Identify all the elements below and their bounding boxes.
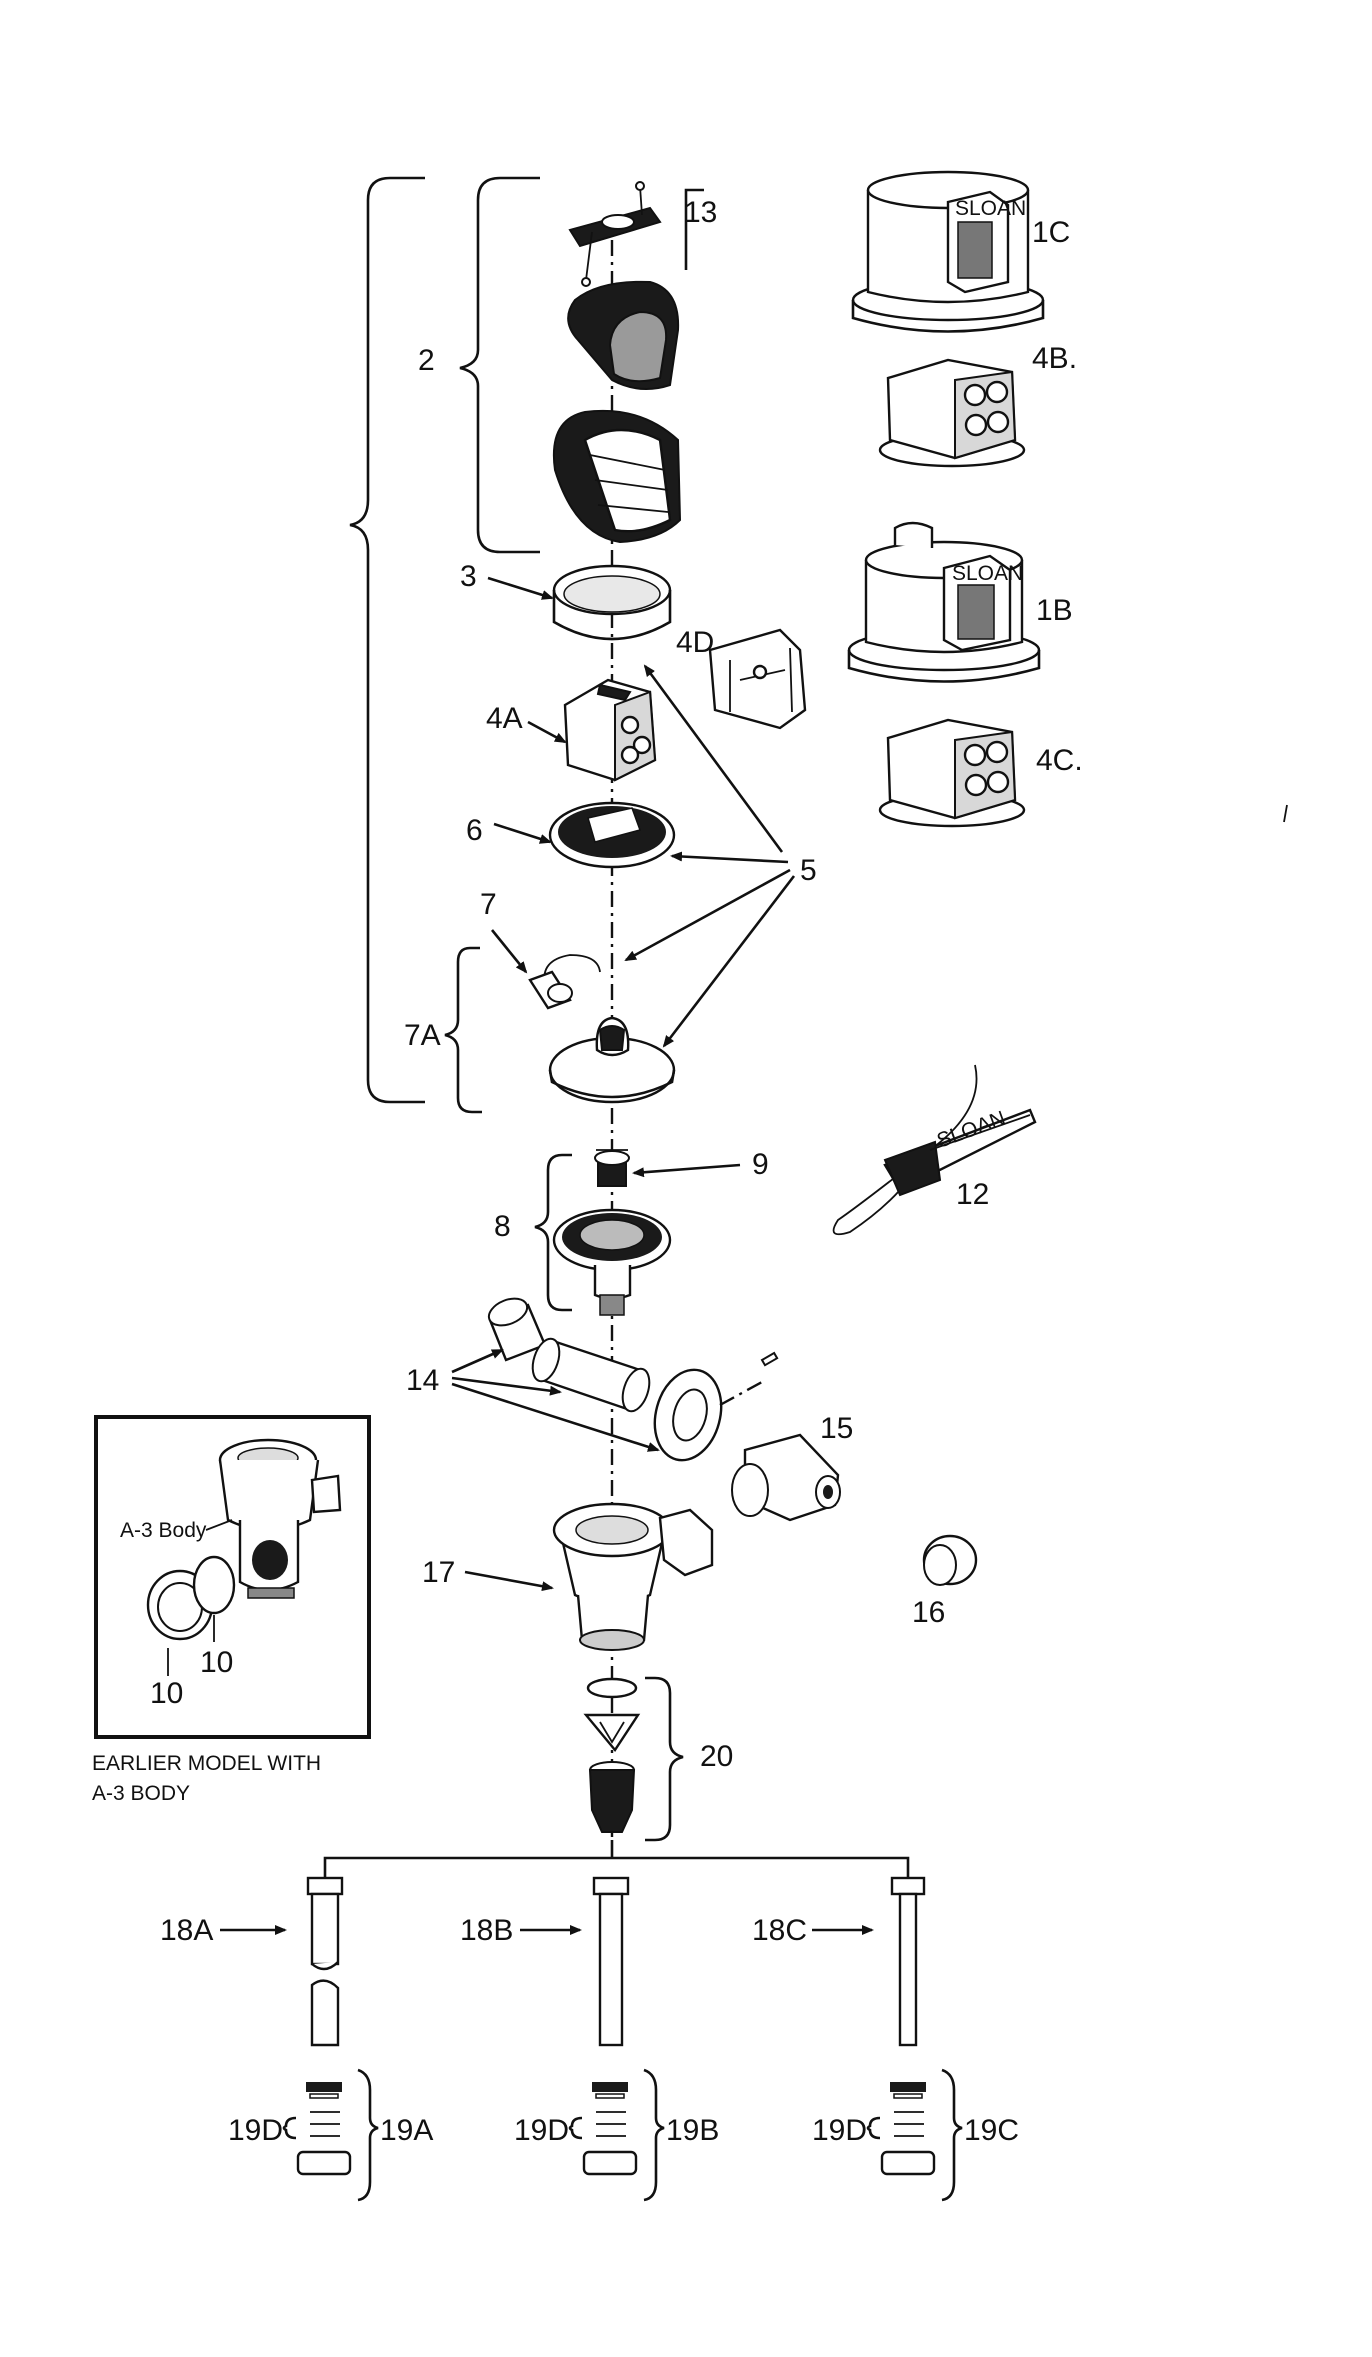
module-4c-part bbox=[878, 718, 1026, 828]
retaining-ring-part bbox=[552, 564, 672, 641]
diaphragm-cover-part bbox=[548, 1016, 676, 1104]
label-4a: 4A bbox=[486, 702, 523, 735]
arrow-9 bbox=[632, 1163, 741, 1178]
inset-caption-line1: EARLIER MODEL WITH bbox=[92, 1752, 321, 1775]
sensor-lens-part bbox=[567, 280, 680, 390]
arrow-5c bbox=[624, 868, 791, 962]
a3-body-label: A-3 Body bbox=[120, 1519, 207, 1542]
label-9: 9 bbox=[752, 1148, 769, 1181]
stray-mark bbox=[1283, 804, 1288, 823]
arrow-4a bbox=[527, 720, 567, 744]
flush-tube-18b-part bbox=[592, 1876, 630, 2047]
label-8: 8 bbox=[494, 1210, 511, 1243]
label-16: 16 bbox=[912, 1596, 945, 1629]
sloan-logo-1c: SLOAN bbox=[955, 197, 1026, 220]
arrow-14c bbox=[451, 1382, 660, 1452]
label-19d-b: 19D bbox=[514, 2114, 569, 2147]
label-5: 5 bbox=[800, 854, 817, 887]
valve-body-17-part bbox=[552, 1502, 714, 1651]
spud-kit-19b-part bbox=[568, 2068, 665, 2202]
a3-gasket-part bbox=[192, 1555, 236, 1615]
wrench-12-part: SLOAN bbox=[832, 1064, 1037, 1236]
coupling-14-part bbox=[487, 1297, 547, 1362]
spud-kit-19a-part bbox=[282, 2068, 379, 2202]
label-18a: 18A bbox=[160, 1914, 213, 1947]
spud-kit-19c-part bbox=[866, 2068, 963, 2202]
label-19b: 19B bbox=[666, 2114, 719, 2147]
label-7: 7 bbox=[480, 888, 497, 921]
label-18c: 18C bbox=[752, 1914, 807, 1947]
bracket-20 bbox=[645, 1676, 684, 1842]
label-15: 15 bbox=[820, 1412, 853, 1445]
diaphragm-kit-part bbox=[552, 1208, 672, 1316]
label-19d-c: 19D bbox=[812, 2114, 867, 2147]
label-4d: 4D bbox=[676, 626, 714, 659]
label-4c: 4C. bbox=[1036, 744, 1083, 777]
module-plate-part bbox=[548, 801, 676, 869]
inset-label-10b: 10 bbox=[150, 1677, 183, 1710]
module-4b-part bbox=[878, 358, 1026, 468]
tube-14-part bbox=[531, 1337, 651, 1413]
label-19c: 19C bbox=[964, 2114, 1019, 2147]
stop-valve-15-part bbox=[731, 1433, 841, 1522]
arrow-14b bbox=[451, 1376, 562, 1396]
label-13: 13 bbox=[684, 196, 717, 229]
vacuum-breaker-20-part bbox=[583, 1677, 641, 1833]
label-14: 14 bbox=[406, 1364, 439, 1397]
label-7a: 7A bbox=[404, 1019, 441, 1052]
label-2: 2 bbox=[418, 344, 435, 377]
arrow-7 bbox=[490, 929, 528, 974]
label-19a: 19A bbox=[380, 2114, 433, 2147]
arrow-14a bbox=[451, 1348, 504, 1374]
a3-body-part bbox=[218, 1438, 342, 1599]
label-18b: 18B bbox=[460, 1914, 513, 1947]
sensor-1c-part: SLOAN bbox=[851, 170, 1045, 333]
inset-label-10a: 10 bbox=[200, 1646, 233, 1679]
arrow-5b bbox=[670, 851, 789, 864]
bracket-7a bbox=[444, 946, 482, 1114]
bracket-8 bbox=[534, 1153, 572, 1312]
label-12: 12 bbox=[956, 1178, 989, 1211]
inset-caption-line2: A-3 BODY bbox=[92, 1782, 190, 1805]
label-19d-a: 19D bbox=[228, 2114, 283, 2147]
arrow-17 bbox=[464, 1570, 554, 1592]
bracket-2 bbox=[459, 176, 540, 554]
label-1b: 1B bbox=[1036, 594, 1073, 627]
label-3: 3 bbox=[460, 560, 477, 593]
label-20: 20 bbox=[700, 1740, 733, 1773]
arrow-5a bbox=[643, 664, 784, 853]
label-4b: 4B. bbox=[1032, 342, 1077, 375]
label-6: 6 bbox=[466, 814, 483, 847]
sensor-cover-part bbox=[552, 409, 682, 544]
module-4a-part bbox=[563, 678, 657, 782]
cap-16-part bbox=[922, 1534, 978, 1586]
module-4d-part bbox=[708, 628, 807, 730]
arrow-5d bbox=[662, 875, 796, 1048]
flush-tube-options-line bbox=[323, 1840, 910, 1880]
arrow-3 bbox=[487, 576, 554, 600]
sloan-logo-1b: SLOAN bbox=[952, 562, 1023, 585]
flush-tube-18a-part bbox=[306, 1876, 344, 2047]
arrow-6 bbox=[493, 822, 552, 844]
inset-earlier-model: A-3 Body 10 10 bbox=[94, 1415, 371, 1739]
sensor-1b-part: SLOAN bbox=[847, 521, 1041, 683]
label-1c: 1C bbox=[1032, 216, 1070, 249]
flush-tube-18c-part bbox=[890, 1876, 926, 2047]
escutcheon-screw-line bbox=[719, 1380, 763, 1407]
escutcheon-14-part bbox=[653, 1351, 779, 1462]
filter-9-part bbox=[594, 1149, 630, 1187]
assembly-bracket bbox=[349, 176, 425, 1104]
label-17: 17 bbox=[422, 1556, 455, 1589]
hex-key-part bbox=[684, 188, 704, 270]
cover-plate-part bbox=[568, 181, 662, 287]
wire-harness-part bbox=[528, 954, 601, 1010]
